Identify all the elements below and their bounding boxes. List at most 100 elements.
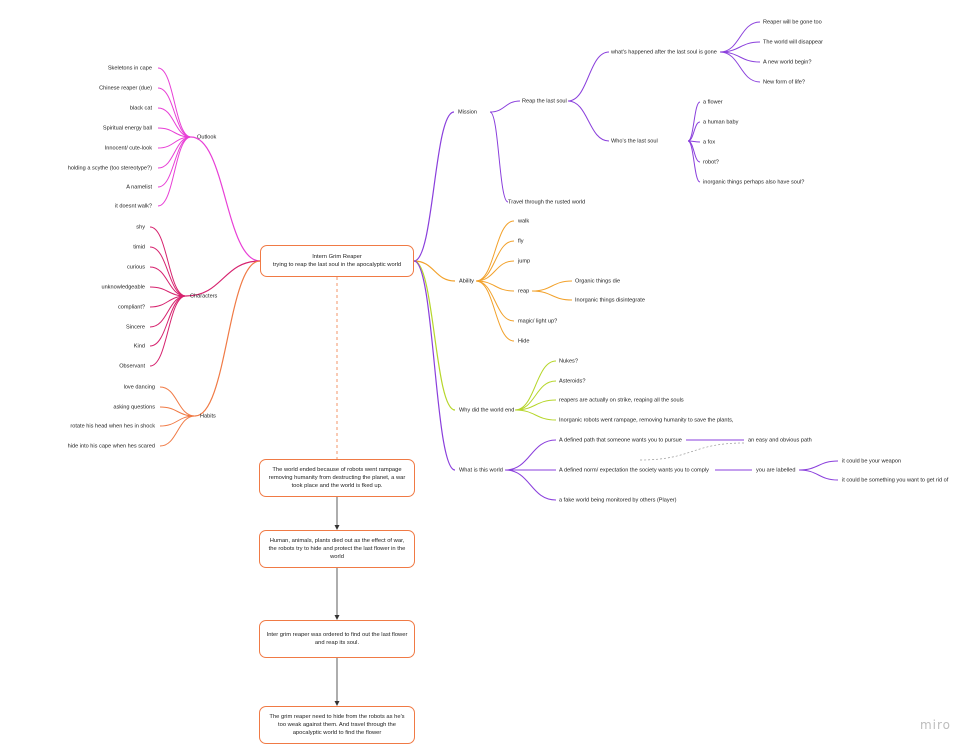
branch-connector bbox=[639, 442, 745, 461]
characters-item[interactable]: Sincere bbox=[126, 324, 145, 330]
branch-connector bbox=[687, 121, 701, 142]
story-box-3[interactable]: Inter grim reaper was ordered to find ou… bbox=[259, 620, 415, 658]
why-item[interactable]: Nukes? bbox=[559, 358, 578, 364]
habits-label[interactable]: Habits bbox=[200, 413, 216, 419]
mission-label[interactable]: Mission bbox=[458, 109, 477, 115]
branch-connector bbox=[185, 260, 261, 297]
ability-item[interactable]: fly bbox=[518, 238, 524, 244]
labelled-item[interactable]: it could be something you want to get ri… bbox=[842, 477, 949, 483]
characters-item[interactable]: shy bbox=[136, 224, 145, 230]
outlook-item[interactable]: black cat bbox=[130, 105, 153, 111]
after-item[interactable]: Reaper will be gone too bbox=[763, 19, 822, 25]
branch-connector bbox=[531, 280, 573, 292]
habits-item[interactable]: rotate his head when hes in shock bbox=[70, 423, 155, 429]
who-item[interactable]: a fox bbox=[703, 139, 715, 145]
story-text-3: Inter grim reaper was ordered to find ou… bbox=[266, 632, 408, 646]
reap-outcome-item[interactable]: Inorganic things disintegrate bbox=[575, 297, 645, 303]
labelled-item[interactable]: it could be your weapon bbox=[842, 458, 901, 464]
ability-item[interactable]: Hide bbox=[518, 338, 530, 344]
branch-connector bbox=[157, 67, 192, 138]
outlook-item[interactable]: Innocent/ cute-look bbox=[105, 145, 152, 151]
ability-label[interactable]: Ability bbox=[459, 278, 474, 284]
why-world-end-label[interactable]: Why did the world end bbox=[459, 407, 514, 413]
what-world-label[interactable]: What is this world bbox=[459, 467, 503, 473]
branch-connector bbox=[194, 260, 261, 417]
outlook-item[interactable]: A namelist bbox=[126, 184, 152, 190]
branch-connector bbox=[504, 469, 557, 501]
who-item[interactable]: a human baby bbox=[703, 119, 739, 125]
branch-connector bbox=[157, 136, 192, 188]
outlook-item[interactable]: holding a scythe (too stereotype?) bbox=[68, 165, 152, 171]
branch-connector bbox=[567, 100, 610, 142]
habits-item[interactable]: hide into his cape when hes scared bbox=[68, 443, 155, 449]
arrow-head bbox=[334, 615, 340, 620]
habits-item[interactable]: love dancing bbox=[124, 384, 155, 390]
why-item[interactable]: reapers are actually on strike, reaping … bbox=[559, 397, 684, 403]
branch-connector bbox=[413, 260, 456, 471]
characters-item[interactable]: Observant bbox=[119, 363, 145, 369]
easy-path-label[interactable]: an easy and obvious path bbox=[748, 437, 812, 443]
story-text-2: Human, animals, plants died out as the e… bbox=[268, 538, 406, 560]
what-item[interactable]: a fake world being monitored by others (… bbox=[559, 497, 677, 503]
ability-item[interactable]: reap bbox=[518, 288, 529, 294]
branch-connector bbox=[514, 399, 557, 411]
ability-item[interactable]: magic/ light up? bbox=[518, 318, 557, 324]
central-subtitle: trying to reap the last soul in the apoc… bbox=[272, 262, 402, 268]
after-item[interactable]: A new world begin? bbox=[763, 59, 812, 65]
characters-item[interactable]: Kind bbox=[134, 343, 145, 349]
habits-item[interactable]: asking questions bbox=[113, 404, 155, 410]
miro-logo: miro bbox=[919, 718, 951, 732]
central-node[interactable]: Intern Grim Reaper trying to reap the la… bbox=[260, 245, 414, 277]
branch-connector bbox=[413, 260, 456, 411]
branch-connector bbox=[719, 21, 761, 53]
branch-connector bbox=[514, 409, 557, 421]
branch-connector bbox=[719, 41, 761, 53]
after-last-soul-label[interactable]: what's happened after the last soul is g… bbox=[610, 49, 717, 55]
what-item[interactable]: A defined path that someone wants you to… bbox=[559, 437, 682, 443]
reap-last-soul-label[interactable]: Reap the last soul bbox=[522, 98, 567, 104]
story-box-2[interactable]: Human, animals, plants died out as the e… bbox=[259, 530, 415, 568]
branch-connector bbox=[149, 295, 187, 367]
story-text-1: The world ended because of robots went r… bbox=[268, 467, 406, 489]
branch-connector bbox=[475, 280, 515, 322]
what-item[interactable]: A defined norm/ expectation the society … bbox=[559, 467, 709, 473]
story-box-1[interactable]: The world ended because of robots went r… bbox=[259, 459, 415, 497]
branch-connector bbox=[159, 406, 196, 417]
characters-item[interactable]: compliant? bbox=[118, 304, 145, 310]
who-item[interactable]: robot? bbox=[703, 159, 719, 165]
characters-item[interactable]: timid bbox=[133, 244, 145, 250]
why-item[interactable]: Asteroids? bbox=[559, 378, 585, 384]
characters-item[interactable]: curious bbox=[127, 264, 145, 270]
branch-connector bbox=[190, 136, 261, 262]
outlook-item[interactable]: Chinese reaper (due) bbox=[99, 85, 152, 91]
who-item[interactable]: a flower bbox=[703, 99, 723, 105]
outlook-label[interactable]: Outlook bbox=[197, 134, 216, 140]
ability-item[interactable]: jump bbox=[517, 258, 530, 264]
characters-label[interactable]: Characters bbox=[190, 293, 218, 299]
branch-connector bbox=[687, 140, 701, 183]
after-item[interactable]: The world will disappear bbox=[763, 39, 823, 45]
reap-outcome-item[interactable]: Organic things die bbox=[575, 278, 620, 284]
branch-connector bbox=[159, 415, 196, 447]
characters-item[interactable]: unknowledgeable bbox=[101, 284, 145, 290]
travel-label[interactable]: Travel through the rusted world bbox=[508, 199, 585, 205]
labelled-label[interactable]: you are labelled bbox=[756, 467, 796, 473]
story-box-4[interactable]: The grim reaper need to hide from the ro… bbox=[259, 706, 415, 744]
who-item[interactable]: inorganic things perhaps also have soul? bbox=[703, 179, 804, 185]
after-item[interactable]: New form of life? bbox=[763, 79, 805, 85]
who-last-soul-label[interactable]: Who's the last soul bbox=[611, 138, 658, 144]
outlook-item[interactable]: it doesnt walk? bbox=[115, 203, 152, 209]
outlook-item[interactable]: Skeletons in cape bbox=[108, 65, 152, 71]
arrow-head bbox=[334, 701, 340, 706]
branch-connector bbox=[159, 386, 196, 417]
branch-connector bbox=[149, 266, 187, 297]
why-item[interactable]: Inorganic robots went rampage, removing … bbox=[559, 417, 734, 423]
ability-item[interactable]: walk bbox=[517, 218, 529, 224]
branch-connector bbox=[514, 380, 557, 411]
branch-connector bbox=[475, 220, 515, 282]
branch-connector bbox=[514, 360, 557, 411]
branch-connector bbox=[687, 101, 701, 142]
branch-connector bbox=[149, 226, 187, 297]
branch-connector bbox=[157, 136, 192, 207]
outlook-item[interactable]: Spiritual energy ball bbox=[103, 125, 152, 131]
